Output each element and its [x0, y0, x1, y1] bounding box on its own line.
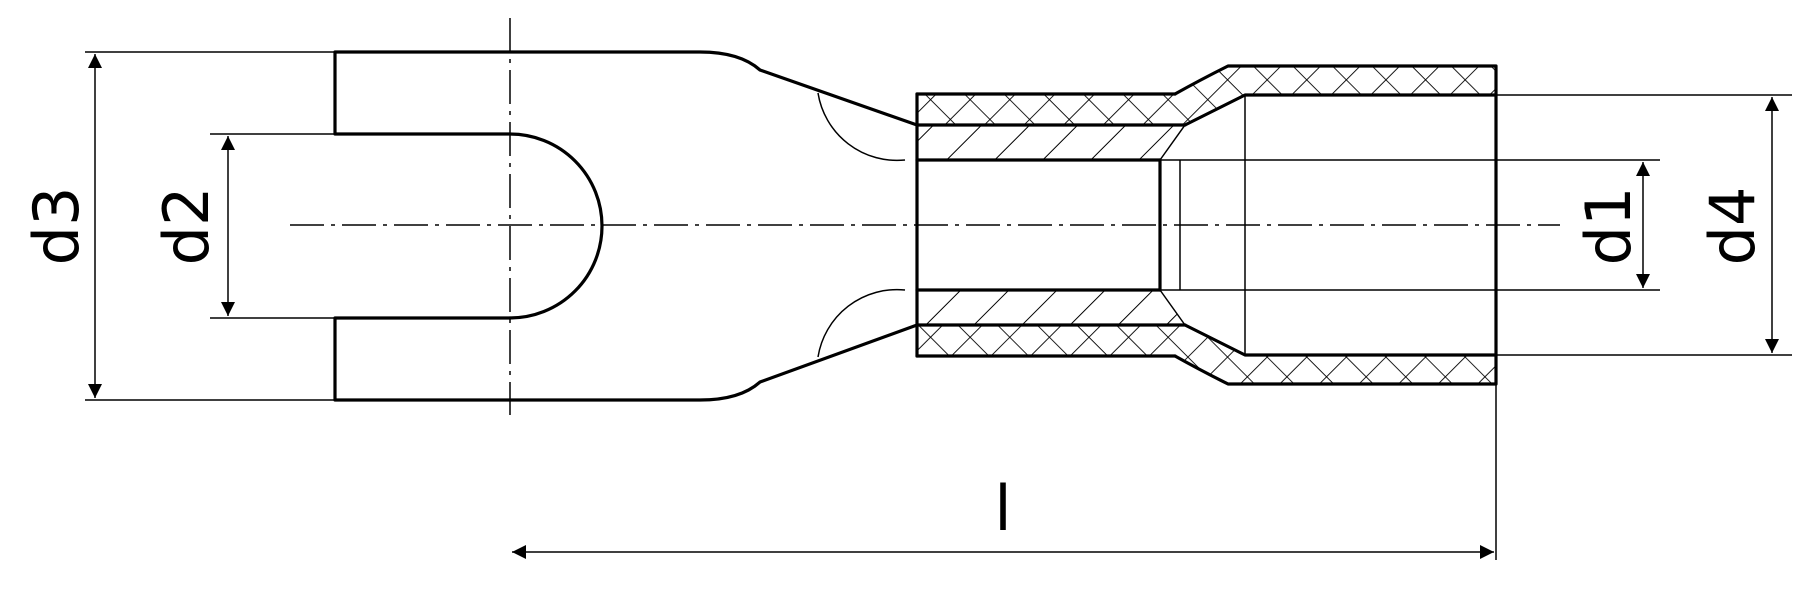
- d3-label: d3: [20, 187, 93, 266]
- length-label: l: [994, 472, 1011, 545]
- d2-label: d2: [150, 187, 223, 266]
- d1-label: d1: [1572, 187, 1645, 266]
- insulation-lower: [917, 325, 1496, 384]
- barrel-wall-upper: [917, 125, 1185, 160]
- terminal-outline: [333, 50, 1498, 402]
- insulation-upper: [917, 66, 1496, 125]
- insulation-sleeve: [917, 66, 1496, 384]
- d4-label: d4: [1696, 187, 1769, 266]
- insulation-outline-upper: [1173, 64, 1498, 386]
- dimensions: d3 d2 d1 d4 l: [20, 51, 1792, 560]
- neck-fillet-upper: [817, 92, 906, 162]
- fork-outline-upper: [333, 50, 919, 136]
- chamfer-lower: [1159, 289, 1186, 326]
- fork-slot-arc: [508, 132, 604, 320]
- chamfer-upper: [1159, 124, 1186, 161]
- center-lines: [290, 18, 1560, 415]
- fork-outline-lower: [333, 316, 919, 402]
- neck-fillet-lower: [817, 288, 906, 358]
- barrel-wall-lower: [917, 290, 1185, 325]
- barrel-walls: [917, 125, 1185, 325]
